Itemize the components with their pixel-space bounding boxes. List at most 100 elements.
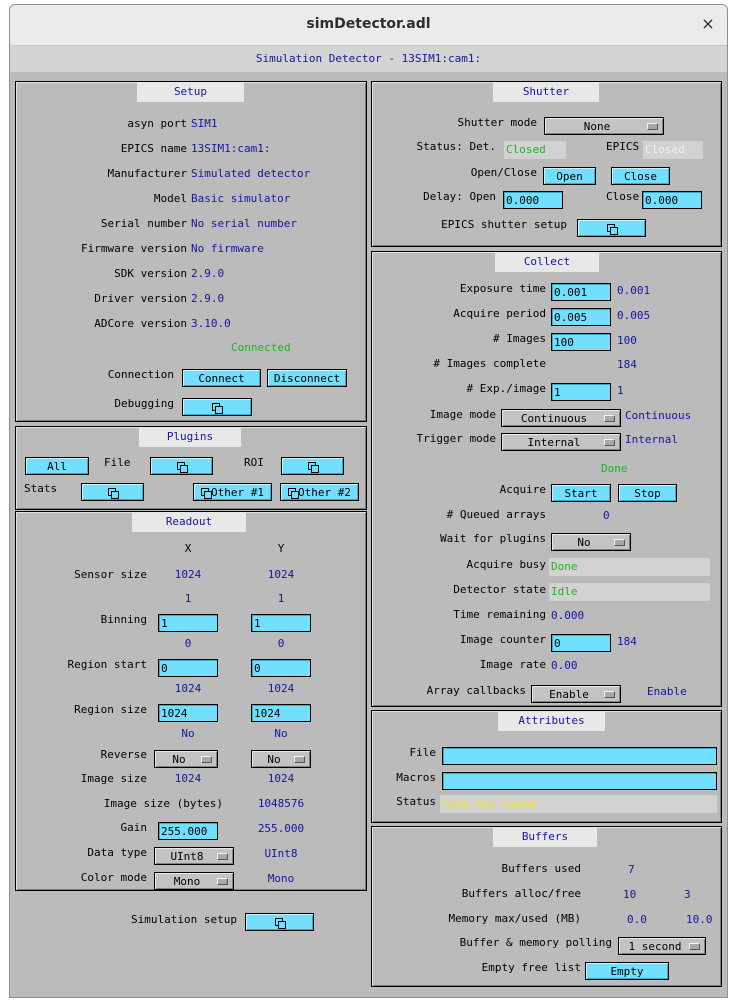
reverse-y-menu[interactable]: No: [251, 750, 311, 768]
adcore-value: 3.10.0: [191, 317, 231, 330]
shutter-close-button[interactable]: Close: [611, 167, 670, 185]
buffers-header: Buffers: [493, 827, 597, 847]
array-callbacks-menu[interactable]: Enable: [531, 685, 621, 703]
buffers-free-value: 3: [684, 888, 691, 901]
connect-button[interactable]: Connect: [182, 369, 261, 387]
attributes-file-input[interactable]: [442, 747, 717, 765]
image-mode-value: Continuous: [520, 412, 588, 425]
plugins-other2-label: Other #2: [298, 486, 351, 499]
readout-x-label: X: [184, 542, 192, 555]
disconnect-button[interactable]: Disconnect: [267, 369, 347, 387]
reverse-x-menu[interactable]: No: [154, 750, 218, 768]
buffers-used-label: Buffers used: [501, 862, 581, 875]
menu-arrow-icon: [647, 123, 658, 130]
array-callbacks-value: Enable: [549, 688, 589, 701]
polling-menu[interactable]: 1 second: [618, 937, 706, 955]
plugins-file-button[interactable]: [150, 457, 213, 475]
memory-max-value: 0.0: [627, 913, 647, 926]
attributes-header: Attributes: [498, 711, 605, 731]
attributes-status-value: File not found: [440, 795, 717, 813]
plugins-file-label: File: [104, 456, 131, 469]
shutter-mode-menu[interactable]: None: [544, 117, 664, 135]
binning-y-input[interactable]: 1: [251, 614, 311, 632]
region-size-y-input[interactable]: 1024: [251, 704, 311, 722]
plugins-roi-button[interactable]: [281, 457, 344, 475]
attributes-macros-input[interactable]: [442, 772, 717, 790]
memory-label: Memory max/used (MB): [448, 912, 581, 925]
reverse-x-value: No: [172, 753, 186, 766]
gain-input[interactable]: 255.000: [158, 822, 218, 840]
images-complete-value: 184: [617, 358, 637, 371]
window-title: simDetector.adl: [306, 16, 431, 32]
binning-y-readback: 1: [277, 592, 285, 605]
attributes-panel: Attributes File Macros Status File not f…: [371, 710, 722, 823]
debugging-button[interactable]: [182, 398, 252, 416]
sensor-size-x: 1024: [174, 568, 202, 581]
acquire-start-button[interactable]: Start: [551, 484, 611, 502]
data-type-value: UInt8: [170, 850, 204, 863]
detector-state-label: Detector state: [453, 583, 546, 596]
delay-close-input[interactable]: 0.000: [642, 191, 702, 209]
reverse-label: Reverse: [100, 748, 147, 761]
plugins-panel: Plugins All File ROI Stats Other #1 Othe…: [15, 426, 367, 510]
array-callbacks-readback: Enable: [647, 685, 687, 698]
delay-open-input[interactable]: 0.000: [503, 191, 563, 209]
simulation-setup-button[interactable]: [245, 913, 314, 931]
image-counter-readback: 184: [617, 635, 637, 648]
shutter-status-epics: Closed: [643, 141, 703, 159]
data-type-menu[interactable]: UInt8: [154, 847, 234, 865]
region-size-x-input[interactable]: 1024: [158, 704, 218, 722]
color-mode-menu[interactable]: Mono: [154, 872, 234, 890]
title-bar: simDetector.adl ×: [10, 5, 727, 46]
epics-name-value: 13SIM1:cam1:: [191, 142, 271, 155]
color-mode-readback: Mono: [267, 872, 295, 885]
trigger-mode-label: Trigger mode: [416, 432, 496, 445]
attributes-file-label: File: [409, 746, 437, 759]
plugins-other1-label: Other #1: [211, 486, 264, 499]
plugins-stats-label: Stats: [24, 482, 58, 495]
plugins-other2-button[interactable]: Other #2: [280, 483, 359, 501]
region-size-x-readback: 1024: [174, 682, 202, 695]
plugins-stats-button[interactable]: [81, 483, 144, 501]
region-start-x-readback: 0: [184, 637, 192, 650]
gain-label: Gain: [120, 821, 148, 834]
epics-shutter-setup-button[interactable]: [577, 219, 646, 237]
shutter-status-det: Closed: [504, 141, 566, 159]
related-display-icon: [274, 918, 286, 929]
num-images-input[interactable]: 100: [551, 333, 611, 351]
acquire-stop-button[interactable]: Stop: [618, 484, 677, 502]
acquire-period-input[interactable]: 0.005: [551, 308, 611, 326]
firmware-value: No firmware: [191, 242, 264, 255]
connection-label: Connection: [107, 368, 174, 381]
epics-shutter-setup-label: EPICS shutter setup: [441, 218, 567, 231]
wait-plugins-menu[interactable]: No: [551, 533, 631, 551]
related-display-icon: [201, 488, 212, 499]
shutter-epics-label: EPICS: [606, 140, 640, 153]
adcore-label: ADCore version: [94, 317, 187, 330]
delay-open-label: Delay: Open: [423, 190, 496, 203]
exp-per-image-label: # Exp./image: [466, 382, 546, 395]
image-mode-menu[interactable]: Continuous: [501, 409, 621, 427]
image-counter-input[interactable]: 0: [551, 634, 611, 652]
close-icon[interactable]: ×: [701, 14, 715, 33]
reverse-y-value: No: [267, 753, 281, 766]
trigger-mode-menu[interactable]: Internal: [501, 433, 621, 451]
shutter-open-button[interactable]: Open: [543, 167, 596, 185]
trigger-mode-readback: Internal: [625, 433, 678, 446]
asyn-port-label: asyn port: [127, 117, 187, 130]
plugins-all-button[interactable]: All: [25, 457, 89, 475]
binning-x-input[interactable]: 1: [158, 614, 218, 632]
related-display-icon: [176, 462, 188, 473]
exposure-time-input[interactable]: 0.001: [551, 283, 611, 301]
plugins-other1-button[interactable]: Other #1: [193, 483, 272, 501]
exposure-time-readback: 0.001: [617, 284, 651, 297]
exp-per-image-input[interactable]: 1: [551, 383, 611, 401]
reverse-y-readback: No: [274, 727, 288, 740]
image-bytes-label: Image size (bytes): [103, 797, 223, 810]
memory-used-value: 10.0: [686, 913, 713, 926]
region-start-x-input[interactable]: 0: [158, 659, 218, 677]
color-mode-label: Color mode: [80, 871, 147, 884]
empty-free-list-button[interactable]: Empty: [585, 962, 669, 980]
acquire-status: Done: [601, 462, 628, 475]
region-start-y-input[interactable]: 0: [251, 659, 311, 677]
